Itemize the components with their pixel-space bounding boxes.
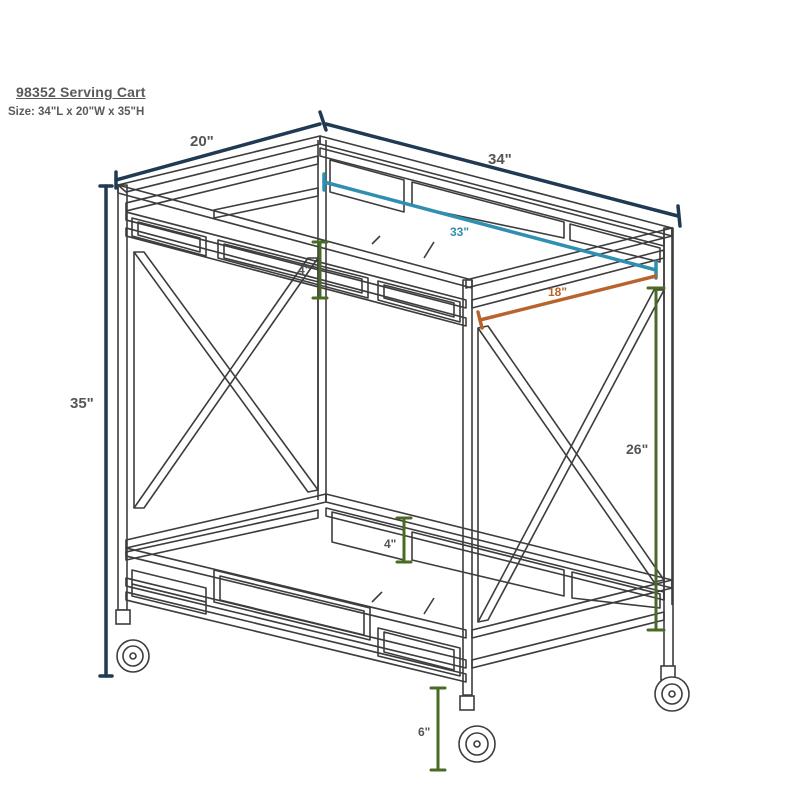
dimension-shelf-gap xyxy=(646,286,666,632)
cart-frame xyxy=(117,135,674,696)
dimension-clearance xyxy=(429,686,447,772)
label-length: 34" xyxy=(488,151,512,168)
caster-wheels xyxy=(115,609,690,763)
label-top-rail: 4" xyxy=(298,263,310,277)
label-bottom-rail: 4" xyxy=(384,537,396,551)
label-shelf-length: 33" xyxy=(450,225,469,239)
diagram-title: 98352 Serving Cart xyxy=(16,84,146,100)
label-shelf-width: 18" xyxy=(548,285,567,299)
label-shelf-gap: 26" xyxy=(626,441,648,457)
dimension-bottom-rail xyxy=(395,516,413,564)
label-width: 20" xyxy=(190,133,214,150)
wheel-front-left xyxy=(115,609,150,673)
wheel-front-right xyxy=(458,695,496,763)
dimension-top-rail xyxy=(311,240,329,300)
dimension-width xyxy=(114,122,322,190)
dimension-height xyxy=(98,184,114,678)
diagram-size: Size: 34"L x 20"W x 35"H xyxy=(8,106,145,118)
label-clearance: 6" xyxy=(418,725,430,739)
wheel-back-right xyxy=(654,665,690,712)
label-height: 35" xyxy=(70,395,94,412)
dimension-shelf-width xyxy=(476,274,658,330)
dimension-length xyxy=(318,110,682,228)
